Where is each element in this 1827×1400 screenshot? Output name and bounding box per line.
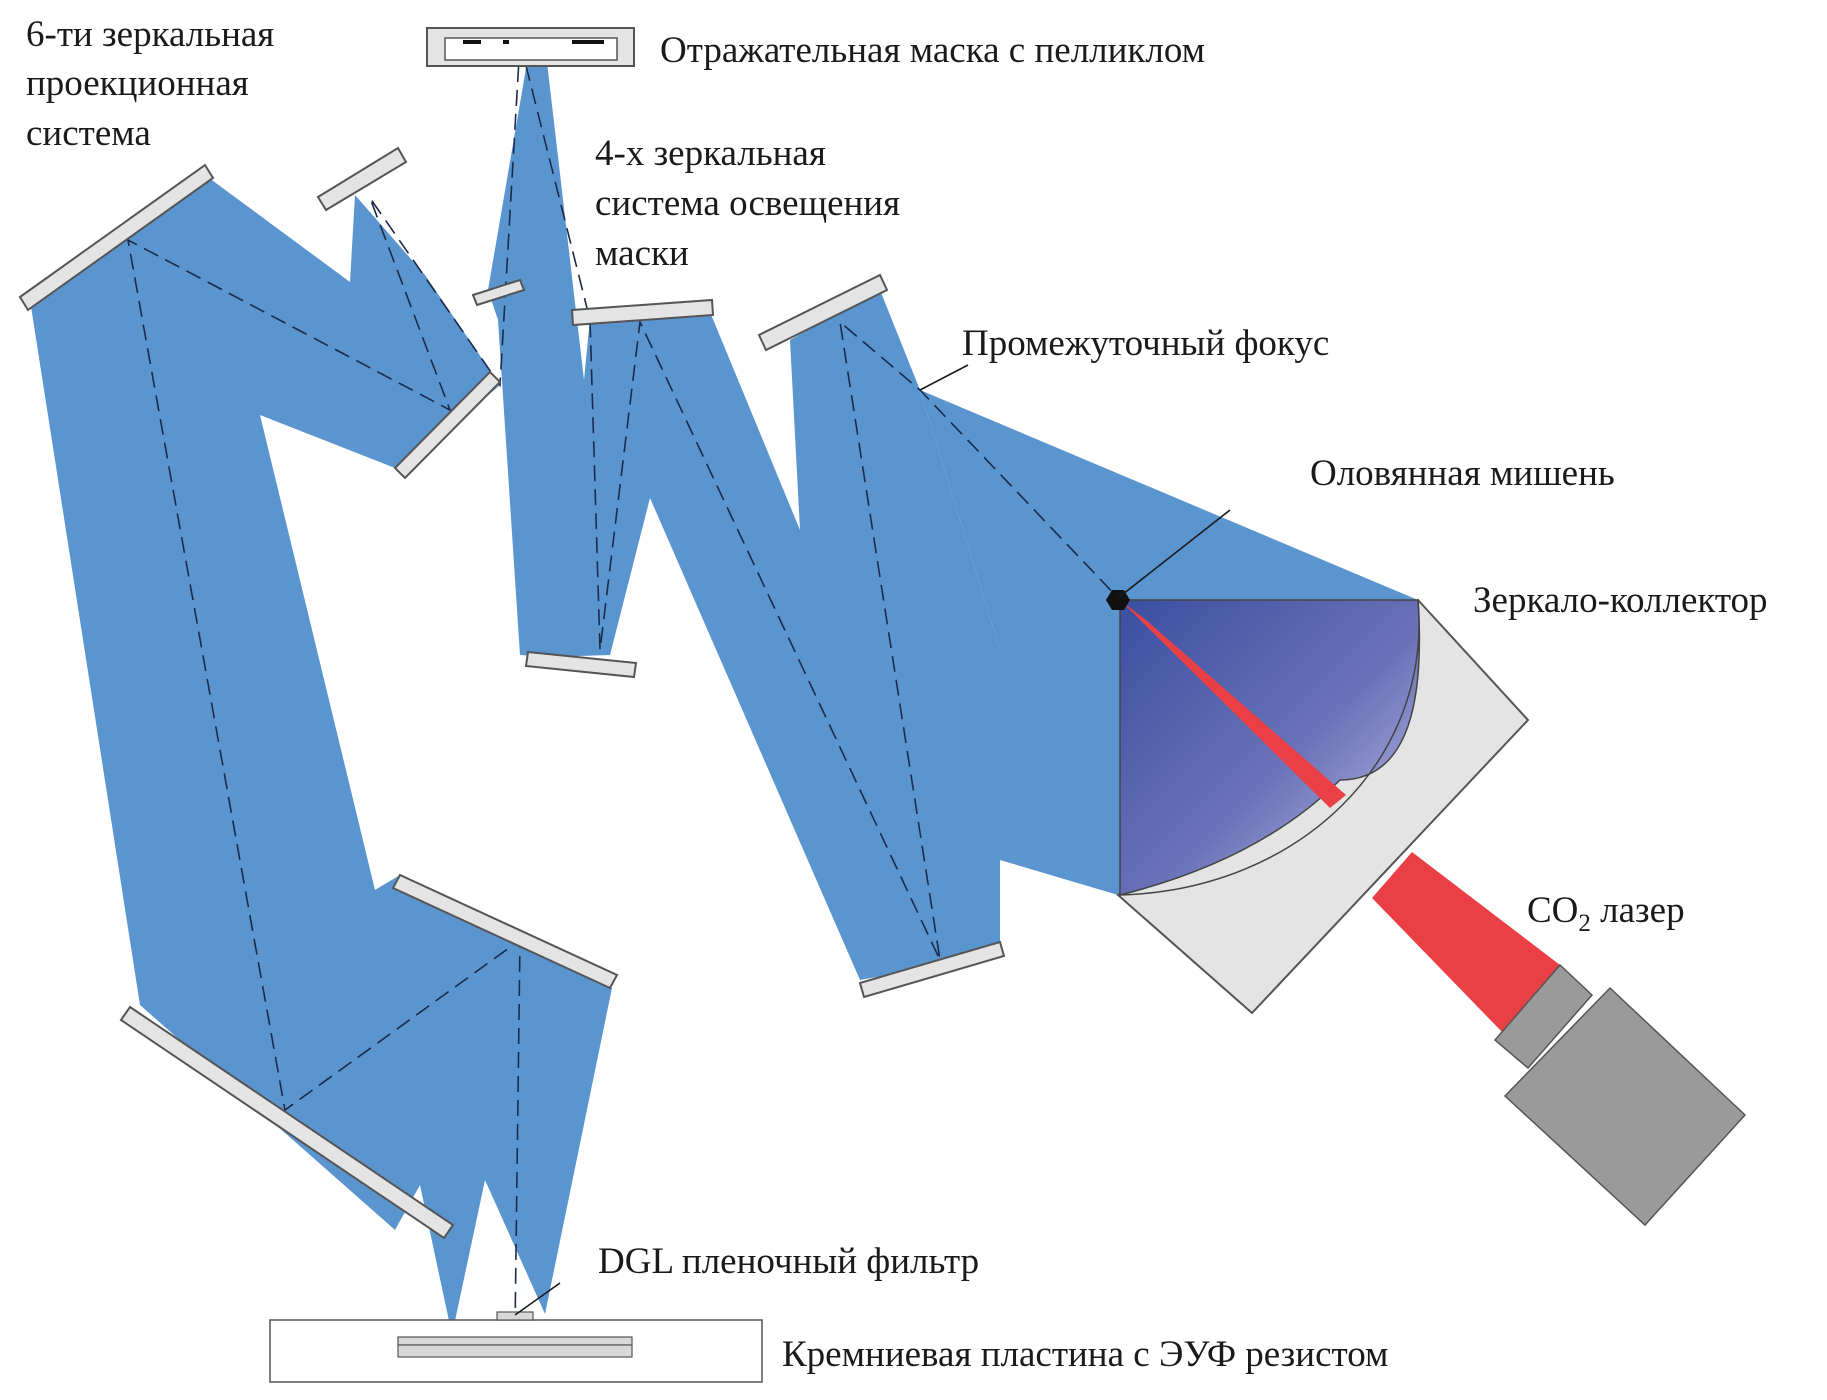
leader-dgl-filter — [514, 1282, 561, 1316]
laser-body — [1503, 986, 1747, 1227]
projection-mirror-4 — [393, 370, 502, 480]
projection-mirror-6 — [119, 1005, 455, 1240]
illumination-beam — [488, 45, 1000, 980]
projection-mirror-1 — [18, 163, 215, 312]
leader-tin-target — [1117, 509, 1231, 599]
laser-beam-inner — [1120, 600, 1346, 808]
label-projection-system: 6-ти зеркальная проекционная система — [26, 14, 284, 154]
leader-intermediate-focus — [919, 364, 969, 391]
laser-beam-outer — [1372, 852, 1560, 1035]
projection-mirror-3 — [471, 278, 526, 307]
illumination-mirror-4 — [858, 940, 1006, 999]
illumination-mirror-3 — [524, 650, 638, 679]
label-wafer: Кремниевая пластина с ЭУФ резистом — [782, 1334, 1388, 1375]
label-dgl-filter: DGL пленочный фильтр — [598, 1241, 979, 1282]
label-laser: CO2 лазер — [1527, 890, 1685, 937]
label-collector-mirror: Зеркало-коллектор — [1473, 580, 1768, 621]
label-tin-target: Оловянная мишень — [1310, 453, 1615, 494]
reflective-mask — [426, 27, 635, 67]
projection-mirror-2 — [316, 146, 408, 212]
tin-target-droplet — [1106, 590, 1130, 610]
collector-mirror-arc — [1119, 599, 1420, 896]
wafer-stage — [269, 1311, 763, 1383]
illumination-mirror-2 — [757, 273, 889, 352]
laser-nozzle — [1493, 963, 1594, 1070]
label-intermediate-focus: Промежуточный фокус — [962, 323, 1329, 364]
projection-beam — [30, 175, 612, 1335]
projection-mirror-5 — [391, 873, 619, 990]
label-illumination-system: 4-х зеркальная система освещения маски — [595, 133, 909, 274]
chief-rays — [126, 41, 1121, 1331]
label-reflective-mask: Отражательная маска с пелликлом — [660, 30, 1205, 71]
illumination-mirror-1 — [570, 298, 715, 327]
